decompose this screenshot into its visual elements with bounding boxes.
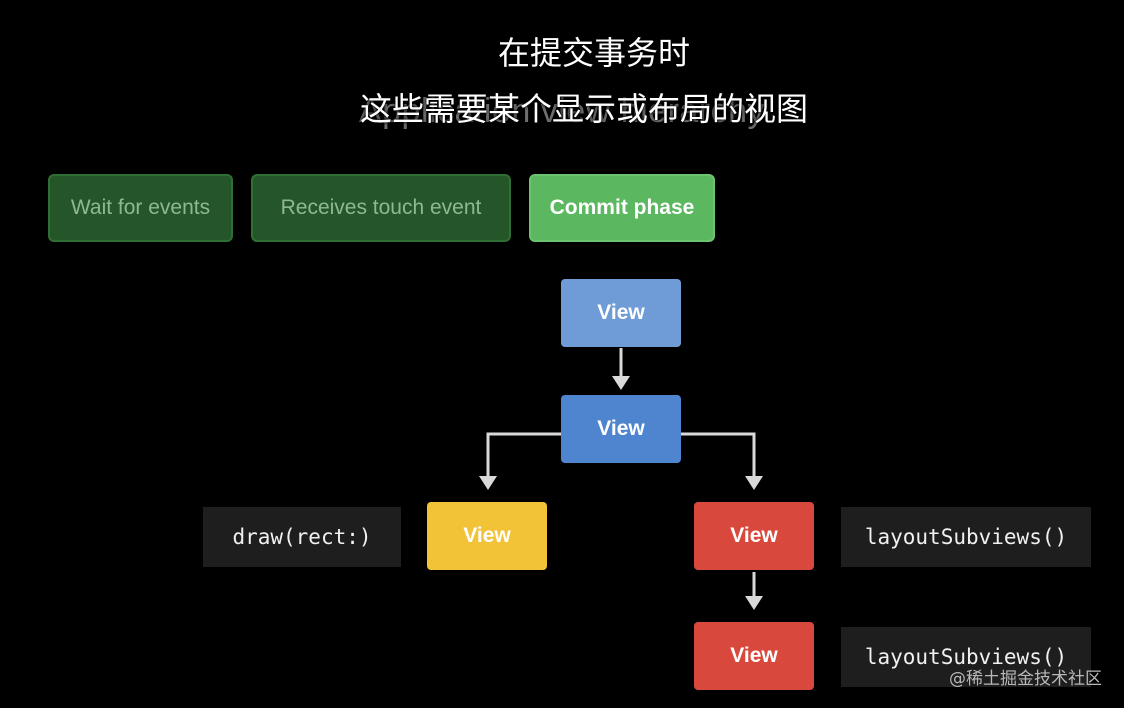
arrowhead-right-to-leaf [745, 596, 763, 610]
view-root: View [561, 279, 681, 347]
view-left-leaf: View [427, 502, 547, 570]
method-layout-subviews-1: layoutSubviews() [841, 507, 1091, 567]
phase-commit: Commit phase [529, 174, 715, 242]
watermark: @稀土掘金技术社区 [949, 669, 1102, 689]
view-right-leaf: View [694, 622, 814, 690]
connector-child-to-right [681, 432, 756, 478]
arrowhead-child-to-right [745, 476, 763, 490]
method-layout-subviews-2: layoutSubviews() [841, 627, 1091, 687]
slide-title: Application view hierarchy [358, 92, 766, 130]
connector-child-to-left [486, 432, 561, 478]
subtitle-line-2: 这些需要某个显示或布局的视图 [360, 90, 809, 128]
view-child: View [561, 395, 681, 463]
method-draw-rect: draw(rect:) [203, 507, 401, 567]
phase-receives-touch-event: Receives touch event [251, 174, 511, 242]
view-right-child: View [694, 502, 814, 570]
arrowhead-child-to-left [479, 476, 497, 490]
arrowhead-root-to-child [612, 376, 630, 390]
subtitle-line-1: 在提交事务时 [498, 34, 691, 72]
phase-wait-for-events: Wait for events [48, 174, 233, 242]
